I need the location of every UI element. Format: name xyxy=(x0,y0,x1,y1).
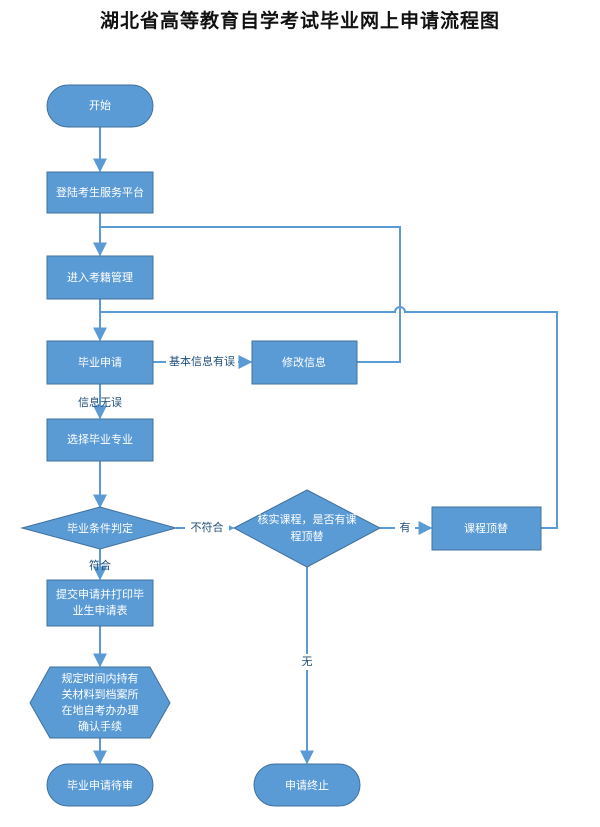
judge-label: 毕业条件判定 xyxy=(67,521,133,535)
pending-label: 毕业申请待审 xyxy=(67,778,133,792)
replace-label: 课程顶替 xyxy=(464,521,508,535)
submit-node xyxy=(46,579,154,627)
check-label-line2: 程顶替 xyxy=(291,529,324,543)
edge-label-info-error: 基本信息有误 xyxy=(169,354,235,368)
enter-node xyxy=(46,255,154,300)
edge-replace-back xyxy=(100,306,558,529)
materials-label-line2: 关材料到档案所 xyxy=(62,687,139,701)
submit-label-line1: 提交申请并打印毕 xyxy=(56,587,144,601)
modify-node xyxy=(251,340,358,385)
materials-label-line4: 确认手续 xyxy=(78,719,122,733)
connectors xyxy=(93,127,558,765)
pending-node xyxy=(46,763,154,807)
materials-node xyxy=(29,666,171,739)
edge-label-info-ok: 信息无误 xyxy=(78,395,122,409)
materials-label-line1: 规定时间内持有 xyxy=(62,671,139,685)
terminate-label: 申请终止 xyxy=(285,778,329,792)
page-title: 湖北省高等教育自学考试毕业网上申请流程图 xyxy=(99,10,500,32)
materials-label-line3: 在地自考办办理 xyxy=(62,704,139,717)
check-node xyxy=(232,489,382,568)
edge-label-bg-yes xyxy=(395,520,415,536)
replace-node xyxy=(431,506,542,551)
login-node xyxy=(46,171,154,214)
select-node xyxy=(46,418,154,462)
edge-label-bg-not-match xyxy=(185,520,229,536)
edge-label-match: 符合 xyxy=(89,558,111,572)
select-label: 选择毕业专业 xyxy=(67,432,133,446)
edge-label-no: 无 xyxy=(302,655,313,668)
modify-label: 修改信息 xyxy=(282,355,326,369)
apply-label: 毕业申请 xyxy=(78,356,122,369)
edge-label-bg-no xyxy=(298,654,316,670)
terminate-node xyxy=(253,763,361,807)
start-node xyxy=(46,84,154,128)
apply-node xyxy=(46,340,154,385)
edge-modify-back xyxy=(100,226,401,363)
check-label-line1: 核实课程，是否有课 xyxy=(258,512,357,526)
edge-label-not-match: 不符合 xyxy=(191,520,224,534)
judge-node xyxy=(20,506,178,550)
start-label: 开始 xyxy=(89,98,111,112)
login-label: 登陆考生服务平台 xyxy=(56,185,144,199)
submit-label-line2: 业生申请表 xyxy=(73,603,128,617)
edge-label-bg-info-error xyxy=(166,354,238,370)
enter-label: 进入考籍管理 xyxy=(67,270,133,284)
edge-label-yes: 有 xyxy=(400,520,411,534)
